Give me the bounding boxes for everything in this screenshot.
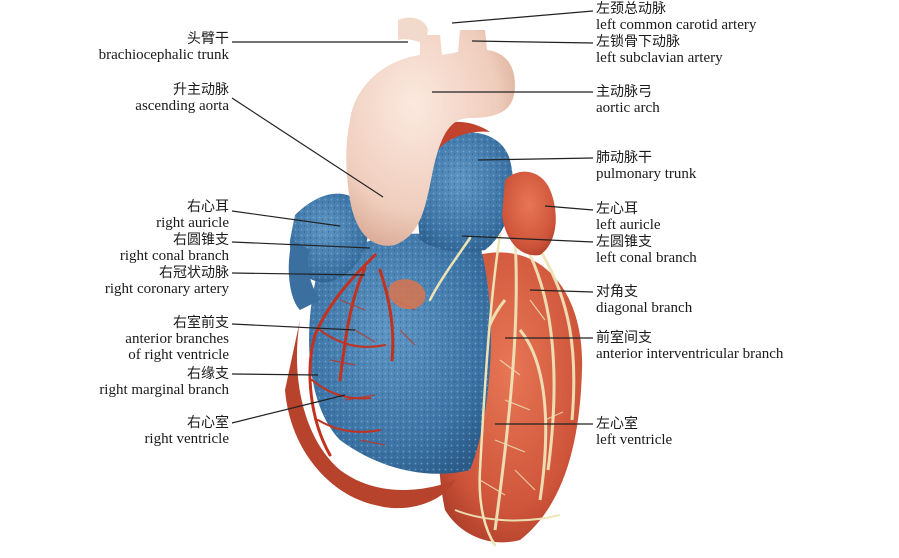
label-right-marginal-branch: 右缘支 right marginal branch: [99, 366, 229, 398]
label-aortic-arch: 主动脉弓 aortic arch: [596, 84, 660, 116]
label-left-ventricle: 左心室 left ventricle: [596, 416, 673, 448]
label-brachiocephalic-trunk: 头臂干 brachiocephalic trunk: [98, 31, 229, 63]
leader-lines: [231, 10, 594, 425]
label-right-auricle: 右心耳 right auricle: [156, 199, 229, 231]
label-right-coronary-artery: 右冠状动脉 right coronary artery: [104, 265, 229, 297]
label-anterior-interventricular: 前室间支 anterior interventricular branch: [596, 330, 784, 362]
label-left-subclavian: 左锁骨下动脉 left subclavian artery: [596, 34, 723, 66]
right-coronary-vessels: [308, 253, 395, 457]
label-right-ventricle: 右心室 right ventricle: [144, 415, 229, 447]
aorta-shape: [346, 30, 515, 246]
label-pulmonary-trunk: 肺动脉干 pulmonary trunk: [596, 150, 697, 182]
right-heart-border: [285, 320, 455, 509]
label-right-conal-branch: 右圆锥支 right conal branch: [119, 232, 229, 264]
label-ascending-aorta: 升主动脉 ascending aorta: [135, 82, 229, 114]
label-anterior-branches-rv: 右室前支 anterior branches of right ventricl…: [125, 315, 229, 363]
left-auricle-shape: [502, 171, 556, 256]
label-left-common-carotid: 左颈总动脉 left common carotid artery: [596, 1, 757, 33]
label-diagonal-branch: 对角支 diagonal branch: [596, 284, 693, 316]
anterior-interventricular-vessel: [428, 233, 502, 547]
label-left-auricle: 左心耳 left auricle: [596, 201, 661, 233]
label-left-conal-branch: 左圆锥支 left conal branch: [596, 234, 697, 266]
